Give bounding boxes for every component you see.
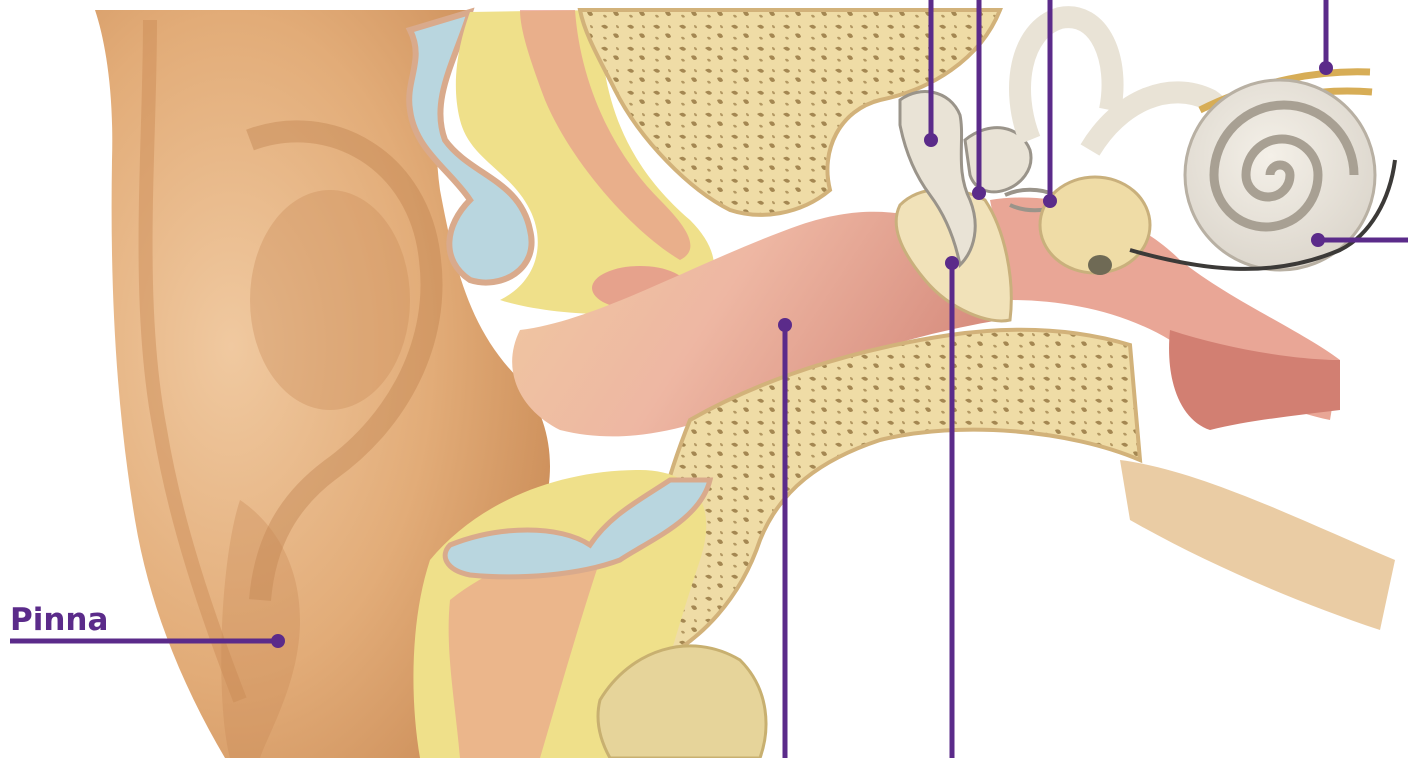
stapes-leader-dot: [1043, 194, 1057, 208]
concha: [250, 190, 410, 410]
incus-leader-dot: [972, 186, 986, 200]
canal-leader-dot: [778, 318, 792, 332]
eardrum-leader-dot: [945, 256, 959, 270]
nerve-leader-dot: [1319, 61, 1333, 75]
malleus-leader-dot: [924, 133, 938, 147]
cochlea-leader-dot: [1311, 233, 1325, 247]
round-window: [1088, 255, 1112, 275]
pinna-label: Pinna: [10, 602, 108, 638]
pinna-leader-dot: [271, 634, 285, 648]
